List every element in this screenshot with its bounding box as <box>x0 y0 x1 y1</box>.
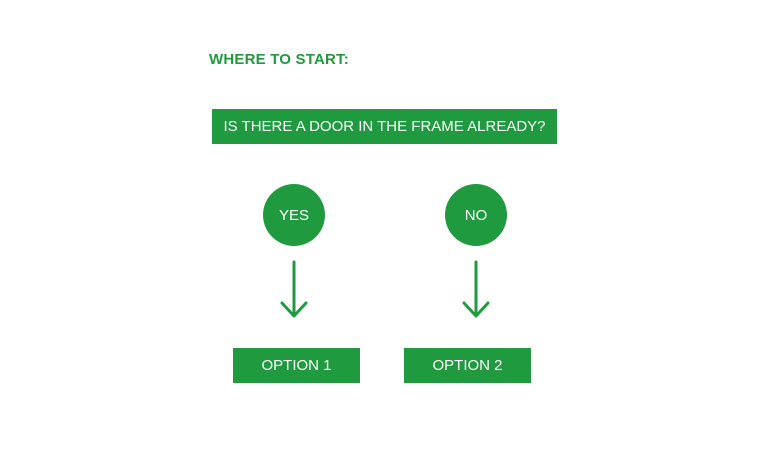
option-2-box: OPTION 2 <box>404 348 531 383</box>
question-text: IS THERE A DOOR IN THE FRAME ALREADY? <box>223 118 546 135</box>
option-1-label: OPTION 1 <box>261 357 332 374</box>
option-2-label: OPTION 2 <box>432 357 503 374</box>
choice-yes-node: YES <box>263 184 325 246</box>
arrow-down-icon <box>462 260 490 318</box>
question-box: IS THERE A DOOR IN THE FRAME ALREADY? <box>212 109 557 144</box>
choice-no-label: NO <box>464 206 488 224</box>
arrow-down-icon <box>280 260 308 318</box>
choice-no-node: NO <box>445 184 507 246</box>
flowchart-heading: WHERE TO START: <box>209 51 349 68</box>
option-1-box: OPTION 1 <box>233 348 360 383</box>
choice-yes-label: YES <box>278 206 309 224</box>
